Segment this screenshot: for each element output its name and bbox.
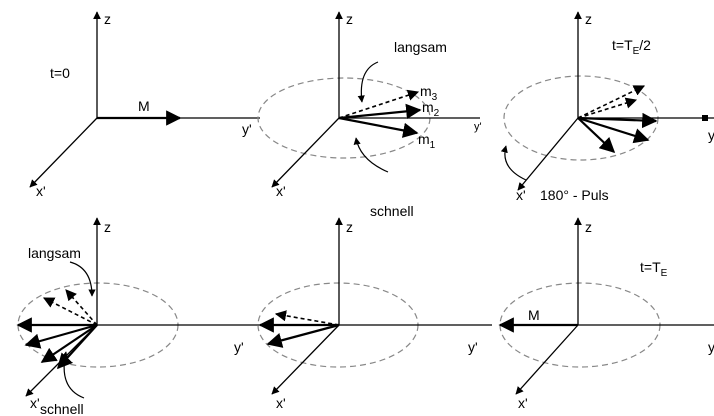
y-axis-label: y [708,127,714,143]
slow-arrow [357,61,379,103]
fast-arrow [353,137,389,173]
spin-vector-dashed-2 [577,97,638,119]
x-axis-label: x' [276,183,286,199]
y-axis-label: y' [234,339,244,355]
z-axis-label: z [346,11,353,27]
z-axis-label: z [346,219,353,235]
x-axis-label: x' [516,187,526,203]
x-axis-label: x' [518,395,528,411]
spin-vector-dashed-1 [274,310,340,326]
y-axis-label: y [708,339,714,355]
panel-5: z y' x' [257,217,492,411]
time-label: t=0 [50,65,70,81]
panel-2: z y' x' langsam schnell m3 m2 m1 [257,11,482,219]
slow-label: langsam [28,245,81,261]
x-axis [517,117,579,191]
spin-vector-dashed-2 [65,289,98,326]
pulse-label: 180° - Puls [540,187,609,203]
spin-vector-dashed-1 [43,297,98,326]
m1-label: m1 [418,131,436,151]
fast-label: schnell [370,203,414,219]
m2-label: m2 [422,99,440,119]
time-label: t=TE/2 [612,37,651,57]
spin-vector-solid-2 [577,116,650,144]
spin-vector-m1 [338,116,419,138]
y-axis-tip [702,115,708,121]
spin-vector-solid-3 [577,117,616,154]
panel-1: z y' x' t=0 M [29,11,260,199]
x-axis [515,324,579,395]
y-axis-label: y' [242,121,252,137]
y-axis-label: y' [474,121,482,133]
y-axis-label: y' [468,339,478,355]
x-axis [271,117,340,188]
spin-vector-m2 [338,103,422,120]
vector-label: M [528,307,540,323]
panel-3: z y x' t=TE/2 180° - Puls [500,11,714,203]
z-axis-label: z [585,219,592,235]
m3-label: m3 [420,83,438,103]
spin-vector-solid-2 [24,323,98,349]
spin-vector-dashed-1 [577,85,646,119]
slow-label: langsam [394,39,447,55]
slow-arrow [69,261,96,297]
time-label: t=TE [640,259,668,279]
spin-vector-solid-2 [266,323,340,348]
z-axis-label: z [104,219,111,235]
vector-label: M [138,98,150,114]
x-axis [271,324,340,395]
spin-vector-solid-1 [577,112,658,129]
x-axis-label: x' [30,395,40,411]
z-axis-label: z [104,11,111,27]
x-axis-label: x' [276,395,286,411]
pulse-rotation-arrow [500,145,527,181]
fast-arrow [61,351,85,399]
x-axis [29,117,98,188]
z-axis-label: z [585,11,592,27]
panel-4: z y' x' langsam schnell [16,217,260,416]
spin-vector-solid-3 [40,324,98,363]
x-axis-label: x' [36,183,46,199]
fast-label: schnell [40,401,84,416]
panel-6: z y x' M t=TE [498,217,714,411]
